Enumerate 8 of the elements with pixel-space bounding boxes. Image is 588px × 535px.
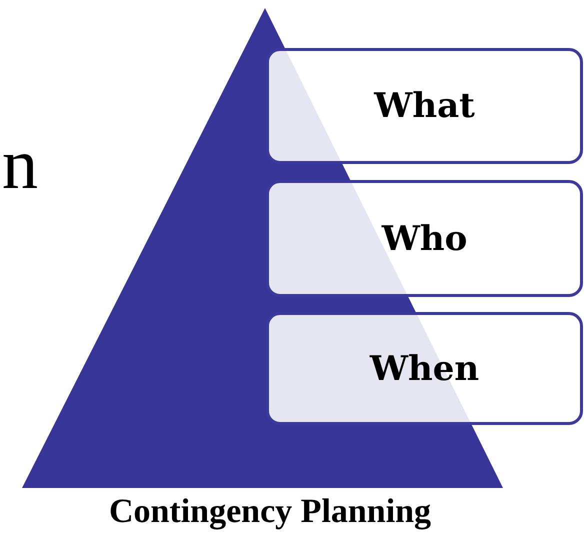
caption-text: Contingency Planning bbox=[108, 492, 432, 532]
box-label: What bbox=[374, 86, 475, 126]
rounded-box bbox=[266, 180, 583, 297]
rounded-box bbox=[266, 48, 583, 164]
rounded-box bbox=[266, 312, 583, 425]
text-fragment: n bbox=[2, 128, 38, 200]
box-label: Who bbox=[382, 218, 468, 258]
box-label: When bbox=[370, 348, 480, 388]
